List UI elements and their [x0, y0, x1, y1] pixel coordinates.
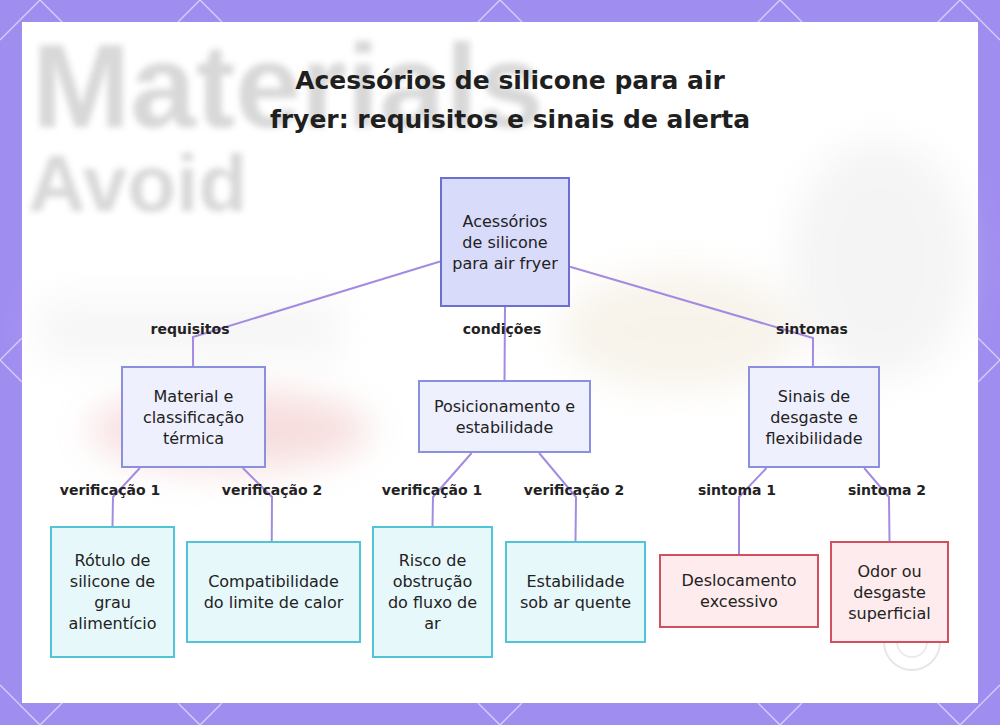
category-box: Sinais de desgaste e flexibilidade — [748, 366, 880, 468]
node-text: Estabilidade sob ar quente — [517, 571, 634, 613]
edge-label: condições — [463, 321, 541, 337]
node-text: Risco de obstrução do fluxo de ar — [384, 550, 481, 634]
connector-line — [504, 307, 507, 380]
diagram-title: Acessórios de silicone para air fryer: r… — [255, 61, 765, 139]
node-text: Sinais de desgaste e flexibilidade — [760, 386, 868, 449]
category-box: Posicionamento e estabilidade — [418, 380, 591, 453]
symptom-box: Odor ou desgaste superficial — [830, 541, 949, 643]
edge-label: sintomas — [776, 321, 848, 337]
check-box: Rótulo de silicone de grau alimentício — [50, 526, 175, 658]
watermark-text: Avoid — [28, 138, 247, 230]
connector-line — [739, 468, 766, 554]
root-box: Acessórios de silicone para air fryer — [440, 177, 570, 307]
connector-line — [243, 468, 272, 541]
node-text: Odor ou desgaste superficial — [842, 561, 937, 624]
node-text: Rótulo de silicone de grau alimentício — [62, 550, 163, 634]
node-text: Acessórios de silicone para air fryer — [452, 211, 558, 274]
edge-label: verificação 2 — [222, 482, 322, 498]
symptom-box: Deslocamento excessivo — [659, 554, 819, 628]
edge-label: verificação 1 — [60, 482, 160, 498]
connector-line — [570, 267, 813, 366]
edge-label: sintoma 2 — [848, 482, 926, 498]
connector-line — [193, 262, 440, 367]
edge-label: requisitos — [151, 321, 230, 337]
edge-label: verificação 1 — [382, 482, 482, 498]
check-box: Estabilidade sob ar quente — [505, 541, 646, 643]
edge-label: sintoma 1 — [698, 482, 776, 498]
category-box: Material e classificação térmica — [121, 366, 266, 468]
edge-label: verificação 2 — [524, 482, 624, 498]
check-box: Compatibilidade do limite de calor — [186, 541, 361, 643]
connector-line — [864, 468, 889, 541]
node-text: Material e classificação térmica — [133, 386, 254, 449]
node-text: Compatibilidade do limite de calor — [198, 571, 349, 613]
node-text: Deslocamento excessivo — [671, 570, 807, 612]
node-text: Posicionamento e estabilidade — [430, 396, 579, 438]
check-box: Risco de obstrução do fluxo de ar — [372, 526, 493, 658]
